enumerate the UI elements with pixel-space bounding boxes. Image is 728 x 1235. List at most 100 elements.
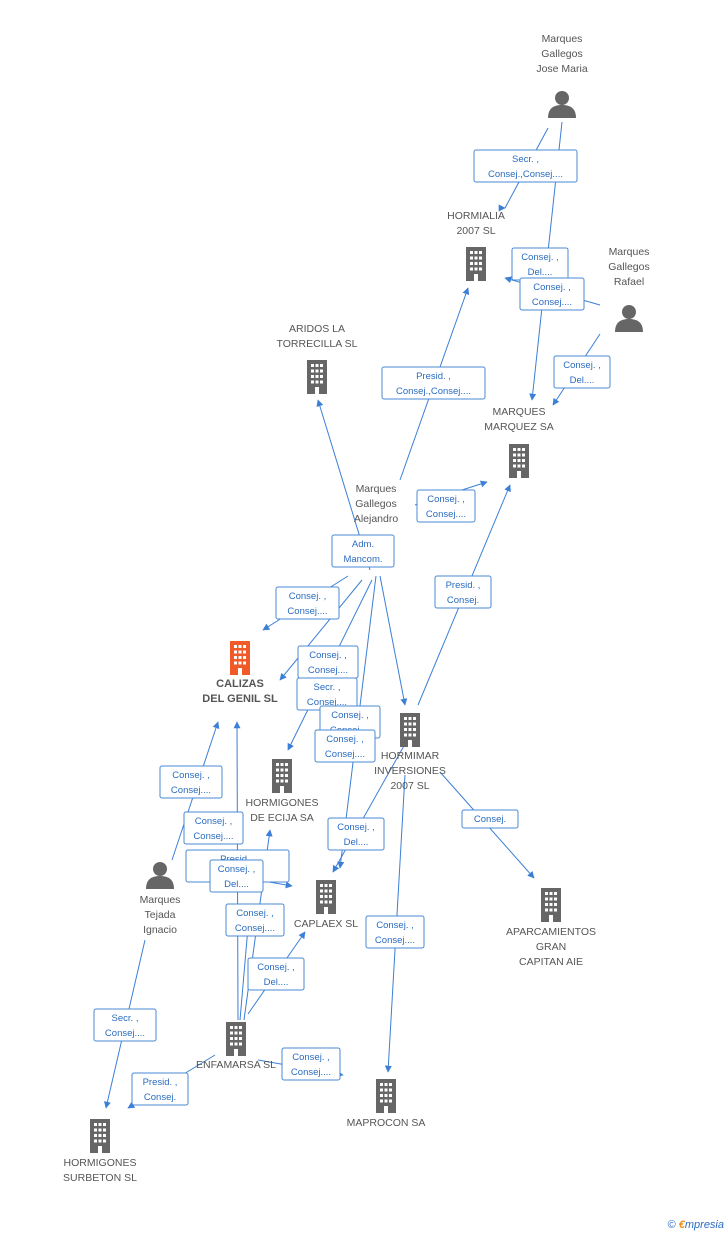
node-label: Marques [609,246,650,258]
edge-label-e11[interactable]: Secr. , Consej.... [296,677,358,711]
building-icon [376,1079,396,1113]
node-label: INVERSIONES [374,765,446,777]
edge-label-text: Mancom. [343,554,382,565]
edge-label-text: Adm. [352,539,374,550]
node-maprocon[interactable]: MAPROCON SA [347,1079,426,1129]
edge-label-e19[interactable]: Consej. [461,809,519,829]
edge-label-e4[interactable]: Consej. ,Del.... [553,355,611,389]
node-label: Alejandro [354,513,399,525]
edge-label-e20[interactable]: Consej. ,Consej.... [225,903,285,937]
edge-label-text: Consej. [144,1092,176,1103]
edge-label-e6[interactable]: Consej. ,Consej.... [416,489,476,523]
edge-label-e14[interactable]: Consej. ,Consej.... [159,765,223,799]
edge-label-box [416,489,476,523]
edge-label-text: Consej. , [218,864,256,875]
edge-label-e24[interactable]: Presid. ,Consej. [131,1072,189,1106]
edge-label-e3[interactable]: Consej. ,Consej.... [519,277,585,311]
node-label: Gallegos [608,261,649,273]
edge-label-text: Consej.... [291,1067,331,1078]
brand-logo-initial: € [678,1219,685,1231]
edge-label-e7[interactable]: Adm. Mancom. [331,534,395,568]
edge-label-box [519,277,585,311]
node-label: Marques [542,33,583,45]
edge-label-text: Consej. [447,595,479,606]
node-ecija[interactable]: HORMIGONES DE ECIJA SA [246,759,319,824]
edge-label-e1[interactable]: Secr. ,Consej.,Consej.... [473,149,578,183]
edge-label-box [434,575,492,609]
person-icon [146,862,174,889]
edge-label-box [473,149,578,183]
edge-label-text: Secr. , [112,1013,139,1024]
edge-label-text: Secr. , [314,682,341,693]
edge-label-text: Consej. , [331,710,369,721]
node-label: CALIZAS [216,678,264,690]
edge-label-e18[interactable]: Consej. ,Del.... [209,859,264,893]
node-label: HORMIALIA [447,210,505,222]
edge-label-box [365,915,425,949]
edge-label-box [314,729,376,763]
node-label: Tejada [145,909,176,921]
edge-label-e10[interactable]: Consej. , Consej.... [297,645,359,679]
edge-label-text: Consej. , [309,650,347,661]
node-caplaex[interactable]: CAPLAEX SL [294,880,358,930]
node-label: Jose Maria [536,63,588,75]
edge-label-e25[interactable]: Consej. ,Consej.... [281,1047,341,1081]
edge-label-box [209,859,264,893]
building-icon [90,1119,110,1153]
edge-label-text: Consej. , [326,734,364,745]
edge-label-box [159,765,223,799]
building-icon [400,713,420,747]
edge-label-e21[interactable]: Consej. ,Consej.... [365,915,425,949]
node-label: MARQUEZ SA [484,421,553,433]
node-label: 2007 SL [390,780,429,792]
edge-label-box [461,809,519,829]
edge-label-text: Consej.... [325,749,365,760]
edge-label-e8[interactable]: Consej. ,Consej.... [275,586,340,620]
edge-label-e22[interactable]: Consej. ,Del.... [247,957,305,991]
node-label: ENFAMARSA SL [196,1059,276,1071]
edge-label-e13[interactable]: Consej. , Consej.... [314,729,376,763]
edge-label-e23[interactable]: Secr. ,Consej.... [93,1008,157,1042]
edge-label-e16[interactable]: Consej. ,Del.... [327,817,385,851]
edge-label-e5[interactable]: Presid. , Consej.,Consej.... [381,366,486,400]
building-icon [466,247,486,281]
edge-label-box [247,957,305,991]
edge-label-e2[interactable]: Consej. ,Del.... [511,247,569,281]
building-icon [509,444,529,478]
node-label: DE ECIJA SA [250,812,314,824]
edge-label-text: Presid. , [446,580,481,591]
node-label: HORMIMAR [381,750,440,762]
edge-label-text: Consej.... [287,606,327,617]
edge-label-box [553,355,611,389]
node-label: MAPROCON SA [347,1117,426,1129]
edge-label-text: Consej.... [308,665,348,676]
edge-label-text: Consej.... [426,509,466,520]
building-icon [226,1022,246,1056]
building-icon [307,360,327,394]
node-hormimar[interactable]: HORMIMAR INVERSIONES 2007 SL [374,713,446,792]
edge-label-e15[interactable]: Consej. ,Consej.... [183,811,244,845]
edge-label-box [225,903,285,937]
node-label: Marques [356,483,397,495]
edge-line-e13 [379,575,408,706]
node-label: Ignacio [143,924,177,936]
edge-label-text: Presid. , [416,371,451,382]
edge-label-text: Consej. , [563,360,601,371]
edge-label-text: Consej.,Consej.... [396,386,471,397]
building-icon [541,888,561,922]
node-enfamarsa[interactable]: ENFAMARSA SL [196,1022,276,1071]
node-label: HORMIGONES [246,797,319,809]
edge-label-text: Consej.... [307,697,347,708]
edge-label-box [381,366,486,400]
edge-label-e9[interactable]: Presid. , Consej. [434,575,492,609]
